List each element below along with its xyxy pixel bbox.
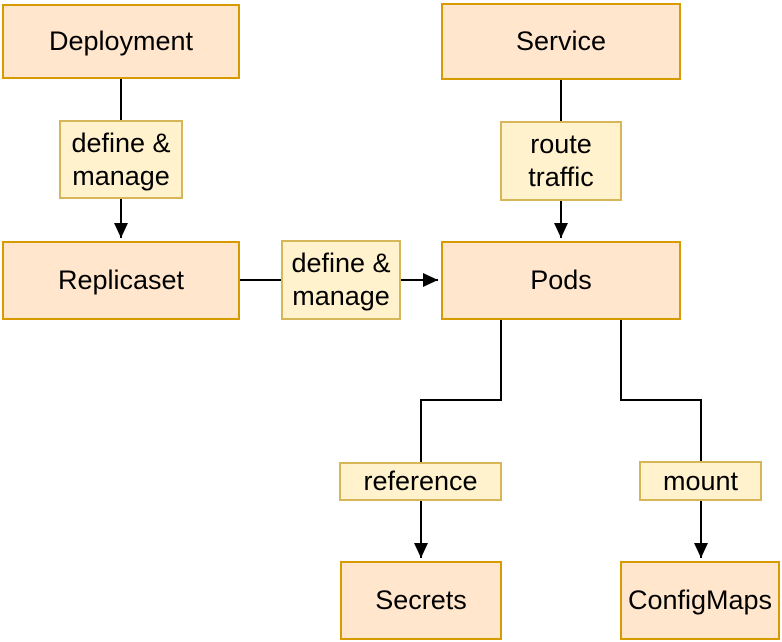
edge-label-route-traffic: route traffic: [500, 121, 622, 201]
edge-label-define-manage-2: define & manage: [281, 240, 401, 320]
node-secrets-label: Secrets: [375, 585, 467, 616]
node-deployment: Deployment: [2, 4, 240, 79]
node-deployment-label: Deployment: [48, 26, 194, 57]
node-service: Service: [441, 3, 681, 80]
edge-label-define-manage-1-text: define & manage: [71, 127, 171, 191]
node-service-label: Service: [515, 26, 607, 57]
edge-label-mount-text: mount: [662, 465, 739, 496]
node-pods-label: Pods: [530, 265, 592, 296]
node-replicaset-label: Replicaset: [57, 265, 185, 296]
edge-label-define-manage-1: define & manage: [59, 120, 183, 199]
node-replicaset: Replicaset: [2, 241, 240, 320]
edge-label-mount: mount: [639, 461, 762, 501]
edge-pods-to-mount: [620, 320, 702, 461]
edge-label-reference-text: reference: [363, 466, 478, 497]
edge-label-define-manage-2-text: define & manage: [291, 248, 391, 311]
edge-label-reference: reference: [339, 462, 502, 501]
node-configmaps: ConfigMaps: [620, 561, 780, 640]
node-secrets: Secrets: [340, 561, 502, 640]
node-pods: Pods: [441, 241, 681, 320]
node-configmaps-label: ConfigMaps: [627, 585, 773, 616]
edge-pods-to-reference: [420, 320, 502, 462]
edge-label-route-traffic-text: route traffic: [528, 129, 594, 192]
